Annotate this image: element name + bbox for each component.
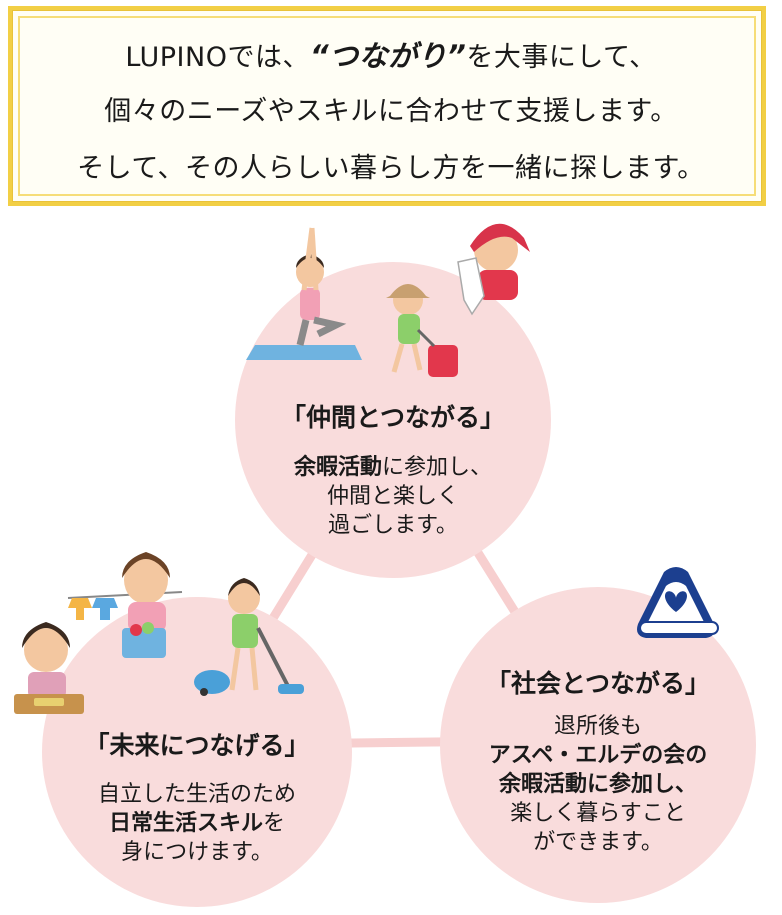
circle-right-text: 退所後も アスペ・エルデの会の 余暇活動に参加し、 楽しく暮らすこと ができます… — [448, 712, 748, 857]
circle-right-line-2-bold: アスペ・エルデの会の — [488, 743, 708, 768]
circle-right-title: 「社会とつながる」 — [485, 669, 710, 698]
circle-left-line-1: 自立した生活のため — [97, 782, 296, 807]
red-bandana-girl-illustration — [457, 223, 530, 316]
circle-left-line-2-bold: 日常生活スキル — [108, 811, 263, 836]
header-line-1-suffix: を大事にして、 — [466, 42, 657, 73]
circle-right-line-2: アスペ・エルデの会の — [448, 741, 748, 770]
association-logo-icon — [637, 567, 719, 638]
circle-right-line-1: 退所後も — [553, 714, 642, 739]
laundry-woman-illustration — [67, 552, 183, 658]
circle-right-line-3-bold: 余暇活動に参加し、 — [498, 772, 697, 797]
header-line-1-prefix: LUPINOでは、 — [125, 42, 310, 73]
header-line-3: そして、その人らしい暮らし方を一緒に探します。 — [77, 153, 705, 184]
circle-top-line-1-bold: 余暇活動 — [293, 455, 382, 480]
circle-left-text: 自立した生活のため 日常生活スキルを 身につけます。 — [47, 780, 347, 867]
vacuum-girl-illustration — [194, 578, 304, 696]
header-line-1: LUPINOでは、“つながり”を大事にして、 — [0, 33, 782, 75]
circle-top-text: 余暇活動に参加し、 仲間と楽しく 過ごします。 — [243, 453, 543, 540]
circle-left — [42, 597, 352, 907]
circle-top-line-1: 余暇活動に参加し、 — [243, 453, 543, 482]
circle-right — [440, 587, 756, 903]
circle-right-line-5: ができます。 — [533, 830, 663, 855]
header-box — [8, 6, 766, 206]
header-inner-border — [18, 16, 756, 196]
header-line-2: 個々のニーズやスキルに合わせて支援します。 — [104, 96, 678, 127]
circle-top-line-2: 仲間と楽しく — [326, 484, 459, 509]
circle-left-title: 「未来につなげる」 — [84, 731, 310, 760]
cooking-girl-illustration — [14, 622, 84, 714]
circle-top — [235, 262, 551, 578]
circle-top-line-3: 過ごします。 — [328, 513, 458, 538]
yoga-woman-illustration — [246, 227, 362, 360]
circle-left-line-3: 身につけます。 — [121, 840, 273, 865]
circle-top-line-1-rest: に参加し、 — [382, 455, 493, 480]
circle-right-line-3: 余暇活動に参加し、 — [448, 770, 748, 799]
traveler-girl-illustration — [386, 284, 458, 377]
circle-top-title: 「仲間とつながる」 — [280, 403, 505, 432]
circle-right-line-4: 楽しく暮らすこと — [510, 801, 686, 826]
header-line-1-emphasis: “つながり” — [309, 39, 467, 73]
circle-left-line-2-rest: を — [263, 811, 286, 836]
circle-left-line-2: 日常生活スキルを — [47, 809, 347, 838]
